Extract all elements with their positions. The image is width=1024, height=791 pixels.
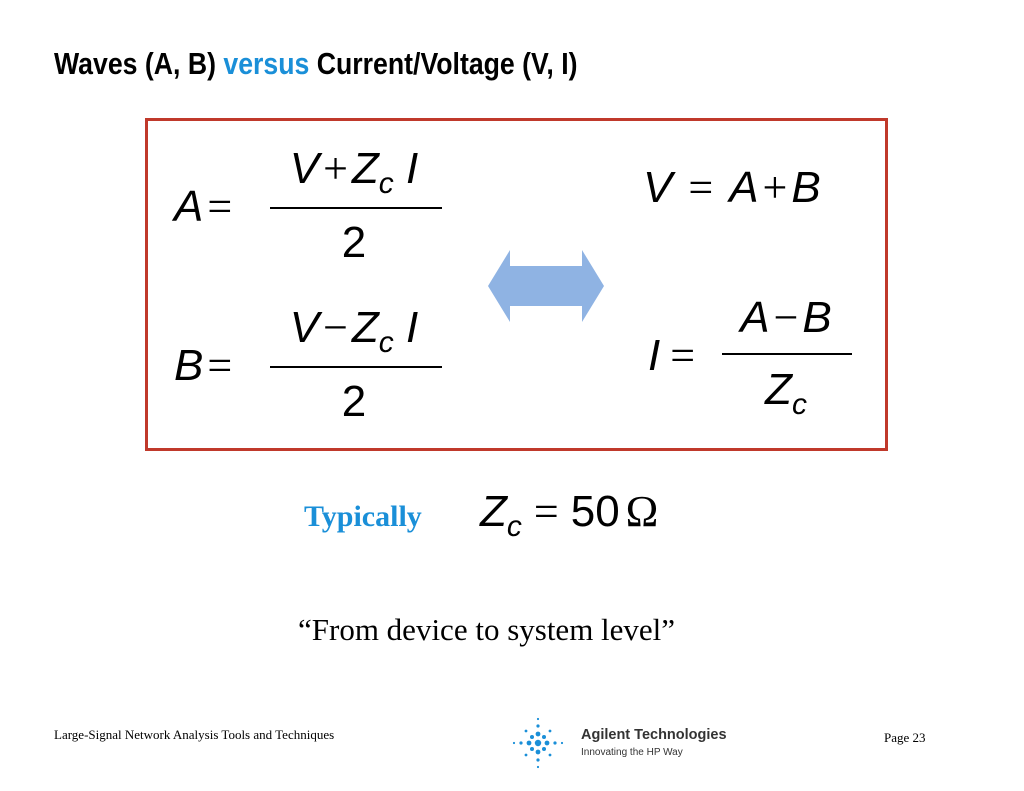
eq-v-r1: A (729, 163, 759, 212)
eq-a-num-i: I (406, 144, 419, 193)
eq-a-fraction: V+Zc I 2 (264, 147, 444, 267)
logo-tagline: Innovating the HP Way (581, 747, 683, 758)
eq-a-den: 2 (341, 218, 367, 267)
agilent-spark-icon (512, 717, 564, 769)
typical-equals: = (533, 487, 559, 536)
footer-title: Large-Signal Network Analysis Tools and … (54, 727, 335, 742)
eq-b-lhs: B (174, 341, 204, 390)
logo-name: Agilent Technologies (581, 727, 727, 743)
typical-value: 50 (570, 487, 620, 536)
eq-b-fraction: V−Zc I 2 (264, 306, 444, 426)
eq-v-lhs: V (643, 163, 673, 212)
eq-v-equals: = (688, 163, 714, 212)
eq-i-num-a: A (740, 293, 770, 342)
typical-sub: c (506, 510, 522, 543)
eq-v-op: + (762, 163, 788, 212)
eq-b-num-z: Z (351, 303, 379, 352)
typical-unit: Ω (625, 487, 659, 536)
equation-box: A= V+Zc I 2 V=A+B B= V−Zc I 2 I= A−B Zc (145, 118, 888, 451)
equation-a-definition: A= V+Zc I 2 (174, 147, 474, 267)
eq-i-num-b: B (802, 293, 832, 342)
eq-b-equals: = (207, 341, 233, 390)
typical-z: Z (480, 487, 507, 536)
eq-a-equals: = (207, 182, 233, 231)
eq-a-lhs: A (174, 182, 204, 231)
title-accent-versus: versus (223, 46, 310, 81)
eq-i-den-z: Z (765, 365, 792, 414)
eq-a-num-z: Z (351, 144, 379, 193)
equation-v-definition: V = A+B (643, 166, 821, 210)
eq-i-num-op: − (773, 293, 799, 342)
eq-i-den-sub: c (791, 388, 807, 421)
page-number: Page 23 (884, 730, 926, 745)
agilent-logo: Agilent Technologies Innovating the HP W… (506, 713, 736, 773)
eq-b-num-sub: c (378, 326, 394, 359)
eq-a-num-v: V (289, 144, 320, 193)
eq-i-equals: = (670, 331, 696, 380)
double-arrow-icon (488, 250, 604, 322)
eq-b-num-op: − (323, 303, 348, 352)
typically-label: Typically (304, 500, 422, 533)
eq-i-fraction: A−B Zc (720, 296, 852, 426)
title-part-3: Current/Voltage (V, I) (309, 46, 578, 81)
eq-i-lhs: I (648, 331, 661, 380)
eq-b-num-v: V (289, 303, 320, 352)
eq-b-den: 2 (341, 377, 367, 426)
eq-b-num-i: I (406, 303, 419, 352)
eq-v-r2: B (791, 163, 821, 212)
quote-text: “From device to system level” (298, 612, 676, 647)
equation-i-definition: I= A−B Zc (648, 296, 878, 426)
eq-a-num-sub: c (378, 167, 394, 200)
slide-title: Waves (A, B) versus Current/Voltage (V, … (54, 46, 577, 82)
equation-b-definition: B= V−Zc I 2 (174, 306, 474, 426)
eq-a-num-op: + (323, 144, 348, 193)
title-part-1: Waves (A, B) (54, 46, 224, 81)
